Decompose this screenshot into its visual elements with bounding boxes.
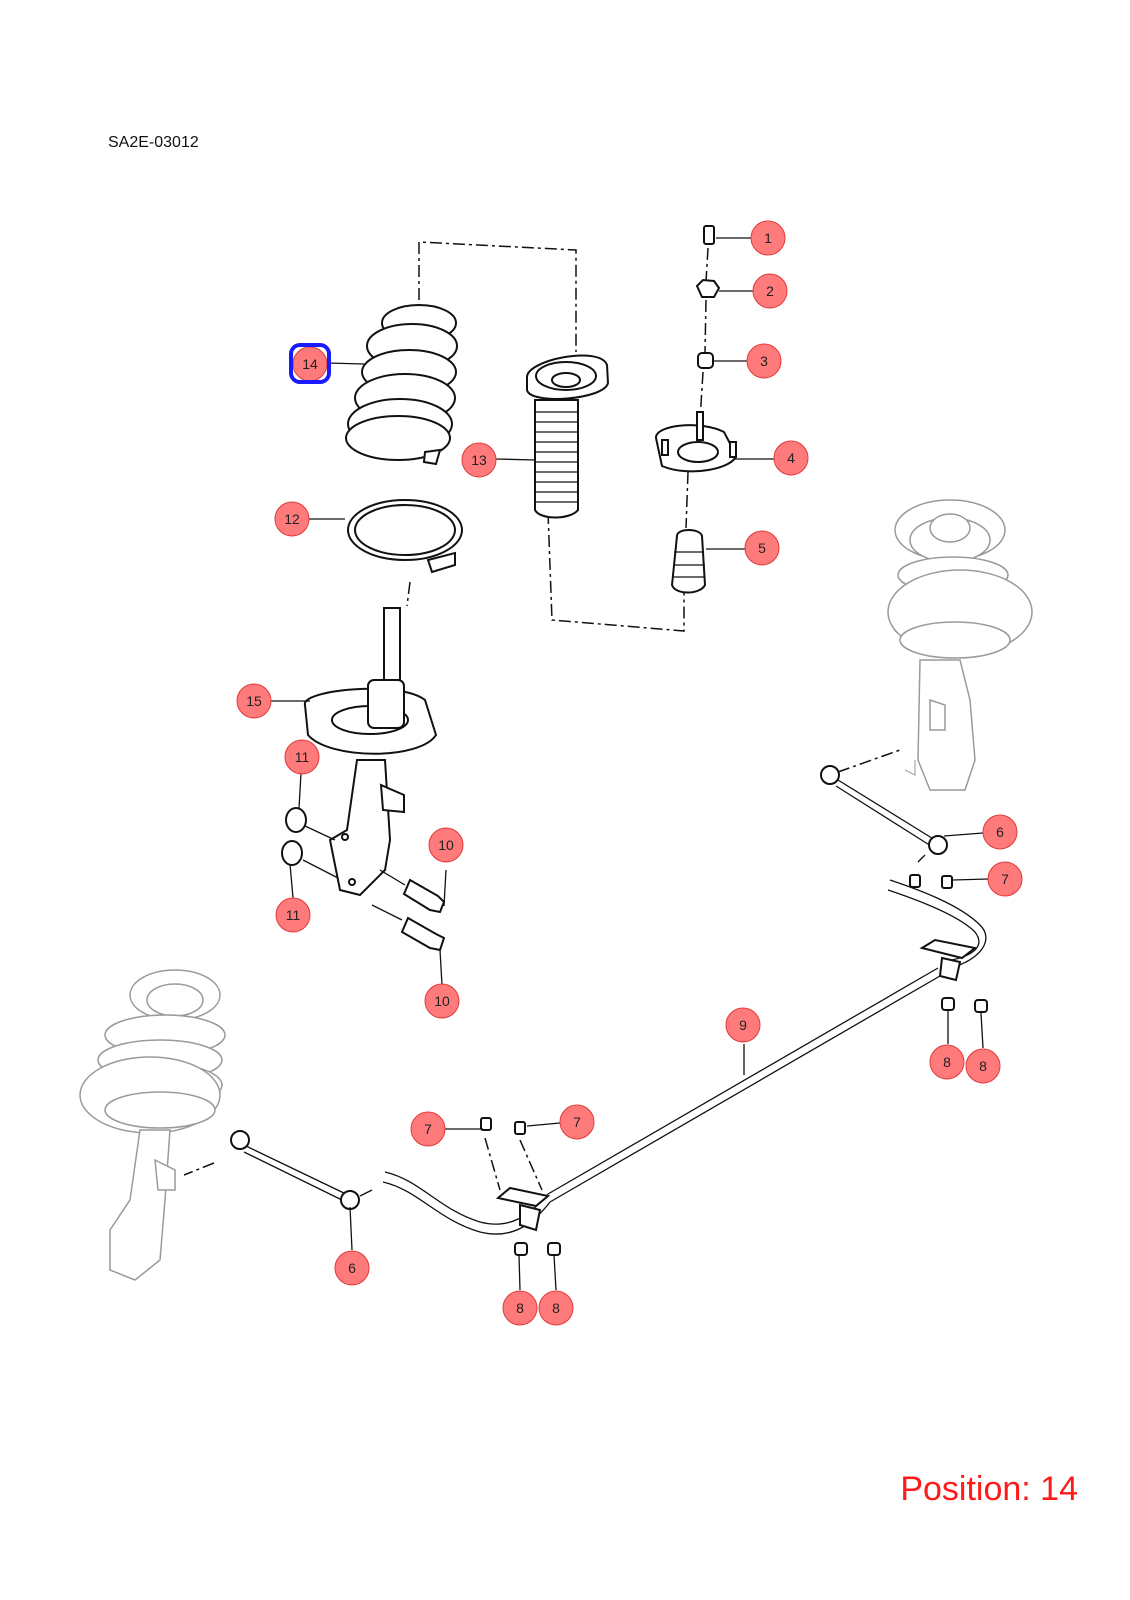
callout-6-right[interactable]: 6 (982, 814, 1018, 850)
bracket-nut-left-a[interactable] (514, 1242, 528, 1256)
strut-bolt-upper[interactable] (402, 878, 446, 914)
svg-text:6: 6 (996, 824, 1004, 840)
callout-8-right-a[interactable]: 8 (929, 1044, 965, 1080)
svg-text:8: 8 (943, 1054, 951, 1070)
bracket-nut-right-a[interactable] (941, 997, 955, 1011)
callout-3[interactable]: 3 (746, 343, 782, 379)
callout-11-upper[interactable]: 11 (284, 739, 320, 775)
callout-9[interactable]: 9 (725, 1007, 761, 1043)
svg-text:14: 14 (302, 356, 318, 372)
callout-13[interactable]: 13 (461, 442, 497, 478)
svg-text:1: 1 (764, 230, 772, 246)
svg-text:7: 7 (573, 1114, 581, 1130)
strut-bushing-upper[interactable] (285, 807, 307, 833)
svg-text:3: 3 (760, 353, 768, 369)
callout-6-left[interactable]: 6 (334, 1250, 370, 1286)
svg-text:4: 4 (787, 450, 795, 466)
bracket-bolt-right-b[interactable] (941, 875, 953, 889)
svg-text:15: 15 (246, 693, 262, 709)
callout-11-lower[interactable]: 11 (275, 897, 311, 933)
shock-absorber[interactable] (304, 607, 438, 897)
svg-text:12: 12 (284, 511, 300, 527)
callout-15[interactable]: 15 (236, 683, 272, 719)
svg-text:8: 8 (979, 1058, 987, 1074)
strut-bolt-lower[interactable] (400, 916, 446, 952)
bracket-nut-left-b[interactable] (547, 1242, 561, 1256)
callout-7-left-b[interactable]: 7 (559, 1104, 595, 1140)
svg-text:11: 11 (295, 749, 310, 765)
callout-4[interactable]: 4 (773, 440, 809, 476)
callout-8-left-b[interactable]: 8 (538, 1290, 574, 1326)
leader-lines (271, 237, 989, 1291)
bar-bushing-bracket-right[interactable] (919, 938, 978, 982)
callout-10-upper[interactable]: 10 (428, 827, 464, 863)
diagram-code: SA2E-03012 (108, 134, 199, 151)
spring-seat[interactable] (347, 499, 463, 574)
selection-highlight (289, 343, 331, 384)
bracket-bolt-right-a[interactable] (909, 874, 921, 888)
dust-boot[interactable] (525, 354, 610, 519)
stabilizer-link-right[interactable] (820, 765, 948, 863)
mount-bolt[interactable] (703, 225, 715, 245)
callout-14[interactable]: 14 (292, 346, 328, 382)
svg-text:7: 7 (1001, 871, 1009, 887)
callout-8-left-a[interactable]: 8 (502, 1290, 538, 1326)
svg-text:9: 9 (739, 1017, 747, 1033)
svg-text:7: 7 (424, 1121, 432, 1137)
mount-nut[interactable] (695, 278, 721, 298)
bracket-bolt-left-b[interactable] (514, 1121, 526, 1135)
callout-5[interactable]: 5 (744, 530, 780, 566)
svg-text:11: 11 (286, 907, 301, 923)
assembly-dash-lines (183, 241, 901, 1191)
mount-bushing[interactable] (697, 352, 714, 369)
svg-text:8: 8 (552, 1300, 560, 1316)
svg-text:8: 8 (516, 1300, 524, 1316)
callout-8-right-b[interactable]: 8 (965, 1048, 1001, 1084)
bump-stop[interactable] (670, 529, 707, 594)
callout-12[interactable]: 12 (274, 501, 310, 537)
bracket-bolt-left-a[interactable] (480, 1117, 492, 1131)
stabilizer-link-left[interactable] (230, 1130, 373, 1210)
bracket-nut-right-b[interactable] (974, 999, 988, 1013)
assembled-strut-left-ghost (79, 969, 226, 1281)
position-label: Position: 14 (900, 1470, 1078, 1508)
svg-text:10: 10 (438, 837, 454, 853)
svg-text:5: 5 (758, 540, 766, 556)
svg-text:13: 13 (471, 452, 487, 468)
svg-text:2: 2 (766, 283, 774, 299)
callout-7-left-a[interactable]: 7 (410, 1111, 446, 1147)
coil-spring[interactable] (345, 304, 458, 466)
callout-10-lower[interactable]: 10 (424, 983, 460, 1019)
strut-bushing-lower[interactable] (281, 840, 303, 866)
svg-text:6: 6 (348, 1260, 356, 1276)
bar-bushing-bracket-left[interactable] (495, 1186, 551, 1232)
assembled-strut-right-ghost (887, 499, 1033, 791)
callout-1[interactable]: 1 (750, 220, 786, 256)
callout-7-right[interactable]: 7 (987, 861, 1023, 897)
stabilizer-bar[interactable] (382, 879, 987, 1235)
top-mount[interactable] (654, 411, 738, 473)
callout-2[interactable]: 2 (752, 273, 788, 309)
svg-text:10: 10 (434, 993, 450, 1009)
